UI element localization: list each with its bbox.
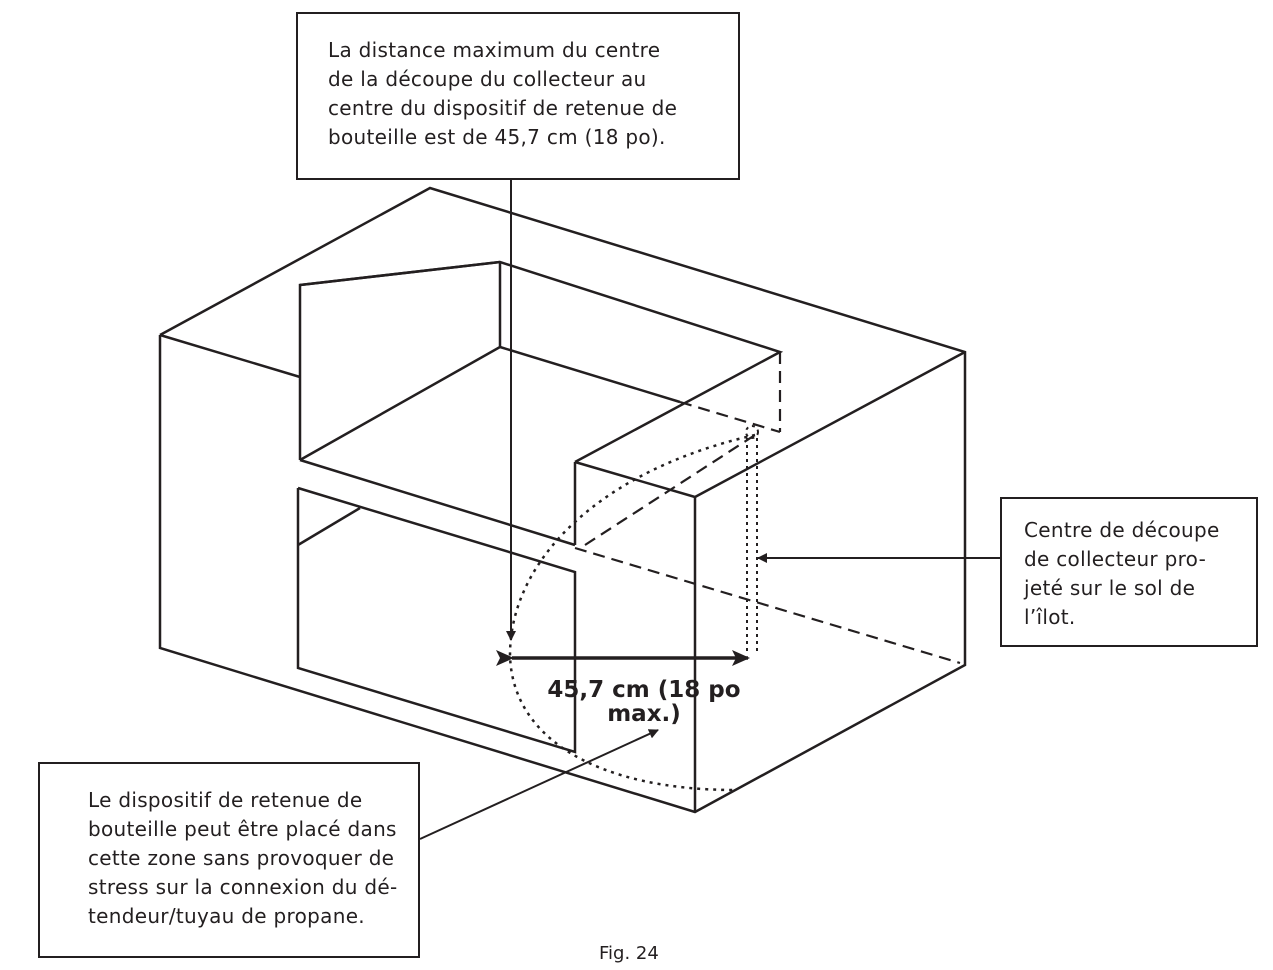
projection-line [745, 425, 759, 655]
callout-placement-zone-text: Le dispositif de retenue de bouteille pe… [88, 788, 398, 928]
figure-caption: Fig. 24 [599, 943, 659, 964]
hidden-lines [574, 352, 961, 665]
placement-zone-arc [508, 433, 756, 792]
dimension-label-line1: 45,7 cm (18 po [547, 677, 741, 703]
callout-placement-zone: Le dispositif de retenue de bouteille pe… [38, 762, 420, 958]
bottom-callout-leader [419, 729, 659, 840]
callout-manifold-center: Centre de découpe de collecteur pro- jet… [1000, 497, 1258, 647]
dimension-label-line2: max.) [607, 701, 681, 727]
island-outline [158, 186, 967, 814]
callout-max-distance: La distance maximum du centre de la déco… [296, 12, 740, 180]
callout-max-distance-text: La distance maximum du centre de la déco… [328, 38, 678, 149]
callout-manifold-center-text: Centre de découpe de collecteur pro- jet… [1024, 518, 1220, 629]
